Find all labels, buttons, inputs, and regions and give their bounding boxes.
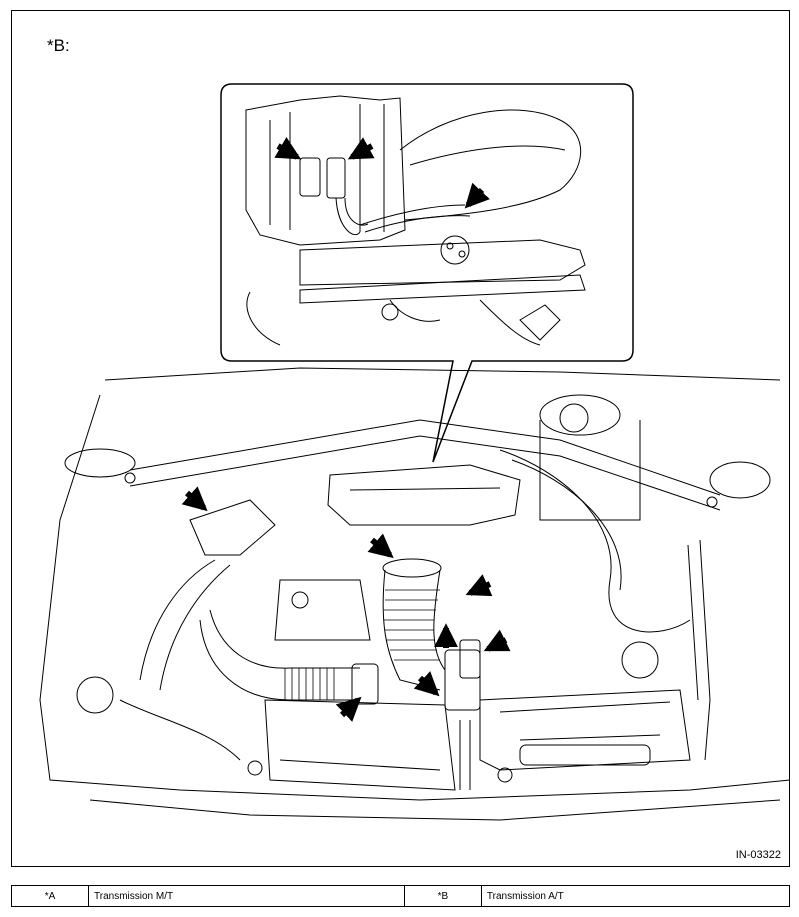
arrow-main-2 (367, 533, 394, 559)
arrow-main-1 (181, 486, 208, 512)
legend-key-a: *A (11, 885, 89, 907)
detail-callout (220, 83, 634, 463)
legend-key-b: *B (403, 885, 482, 907)
diagram-frame (11, 10, 790, 867)
panel-label: *B: (47, 36, 70, 55)
arrow-main-6 (413, 671, 440, 697)
detail-arrows (274, 136, 490, 209)
legend-row: *A Transmission M/T *B Transmission A/T (11, 885, 791, 907)
arrow-main-7 (335, 696, 362, 722)
figure-id: IN-03322 (735, 849, 781, 861)
engine-bay-illustration (39, 83, 791, 821)
engine-bay-drawing (39, 367, 791, 821)
legend-value-a: Transmission M/T (88, 885, 405, 907)
arrow-detail-3 (464, 182, 490, 209)
arrow-main-5 (483, 629, 511, 652)
arrow-detail-1 (274, 136, 302, 160)
legend-value-b: Transmission A/T (480, 885, 791, 907)
detail-view-drawing (245, 95, 586, 346)
arrow-main-3 (465, 574, 493, 597)
arrow-detail-2 (347, 137, 375, 160)
legend-table: *A Transmission M/T *B Transmission A/T (11, 885, 791, 907)
main-arrows (181, 486, 511, 722)
